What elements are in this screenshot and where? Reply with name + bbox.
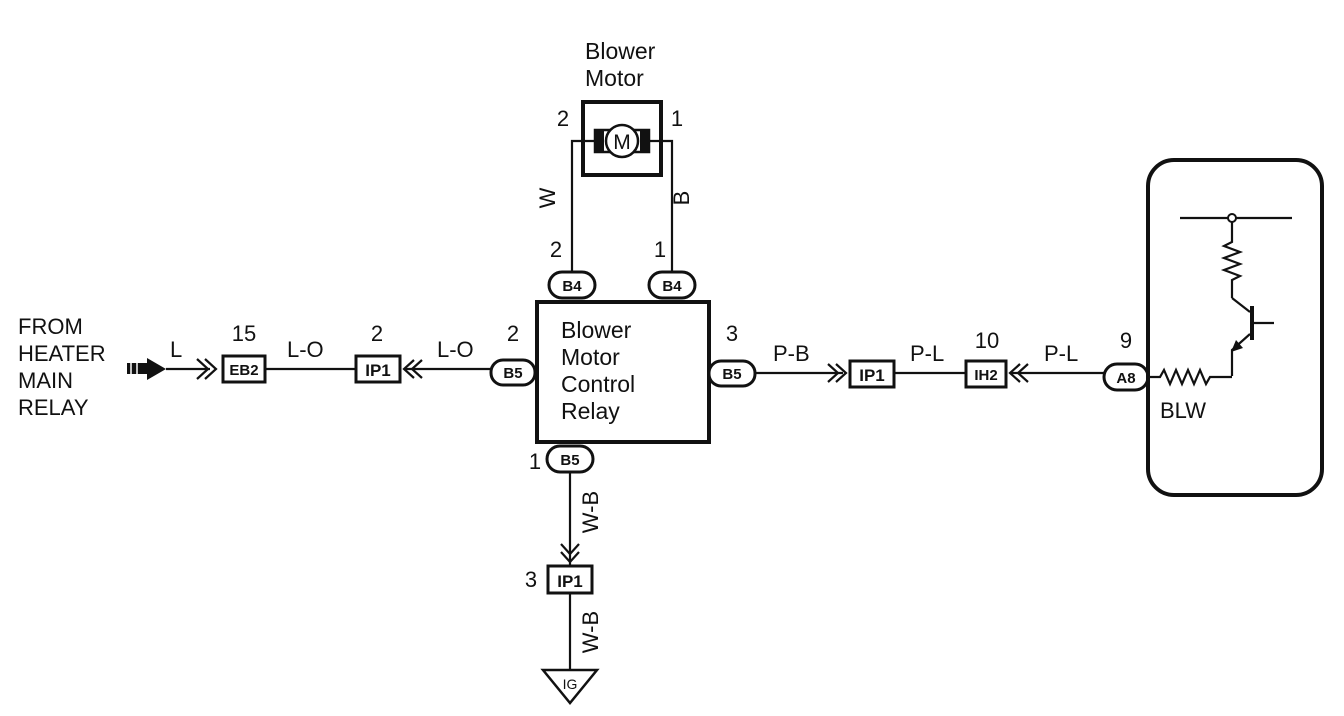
blower-motor: Blower Motor M 2 1 <box>557 38 683 177</box>
connector-b5-right-label: B5 <box>722 366 741 383</box>
pin-b5-left: 2 <box>507 321 519 346</box>
connector-b4-right: B4 <box>647 270 697 300</box>
wire-b <box>649 139 674 271</box>
relay-title-line-3: Control <box>561 371 635 397</box>
connector-b5-bottom: B5 <box>545 444 595 474</box>
ecu-transistor-collector <box>1231 297 1251 313</box>
connector-arrow-icon <box>827 363 840 383</box>
pin-b5-bottom: 1 <box>529 449 541 474</box>
wire-label-p-l-1: P-L <box>910 341 944 366</box>
blower-motor-title-line-1: Blower <box>585 38 656 64</box>
pin-eb2: 15 <box>232 321 256 346</box>
connector-b4-left: B4 <box>547 270 597 300</box>
pin-a8: 9 <box>1120 328 1132 353</box>
relay-title-line-4: Relay <box>561 398 620 424</box>
connector-b5-bottom-label: B5 <box>560 452 579 469</box>
ecu-node <box>1227 213 1237 223</box>
wire-label-w-b-1: W-B <box>578 491 603 533</box>
wire-label-l: L <box>170 337 182 362</box>
connector-arrow-icon <box>560 551 580 564</box>
wire-w <box>570 139 595 271</box>
connector-ih2-label: IH2 <box>974 367 997 384</box>
connector-b4-right-label: B4 <box>662 278 682 295</box>
source-label-line-1: FROM <box>18 314 83 339</box>
connector-arrow-icon <box>196 358 210 380</box>
ground-ig: IG <box>540 668 600 705</box>
pin-ih2: 10 <box>975 328 999 353</box>
pin-ip1-bottom: 3 <box>525 567 537 592</box>
ecu-terminal-blw: BLW <box>1160 398 1206 423</box>
connector-ip1-right: IP1 <box>848 359 896 389</box>
wire-label-l-o-2: L-O <box>437 337 474 362</box>
blower-motor-box <box>581 100 663 177</box>
blower-motor-title-line-2: Motor <box>585 65 644 91</box>
wire-label-w: W <box>535 187 560 208</box>
source-label-line-3: MAIN <box>18 368 73 393</box>
motor-icon: M <box>593 123 651 159</box>
connector-eb2-label: EB2 <box>229 362 258 379</box>
ecu-input-resistor-icon <box>1148 367 1232 387</box>
connector-ip1-bottom-label: IP1 <box>557 572 583 591</box>
source-label: FROM HEATER MAIN RELAY <box>18 314 106 420</box>
ecu-box: BLW <box>1146 158 1324 497</box>
wire-label-p-b: P-B <box>773 341 810 366</box>
connector-arrow-icon <box>204 358 218 380</box>
relay-title-line-1: Blower <box>561 317 632 343</box>
connector-b5-left: B5 <box>489 358 537 387</box>
ground-icon <box>540 668 600 705</box>
motor-symbol: M <box>613 131 631 154</box>
connector-ih2: IH2 <box>964 359 1008 389</box>
connector-a8-label: A8 <box>1116 370 1135 387</box>
pin-b4-right: 1 <box>654 237 666 262</box>
pin-b5-right: 3 <box>726 321 738 346</box>
connector-ip1-right-label: IP1 <box>859 366 885 385</box>
source-label-line-2: HEATER <box>18 341 106 366</box>
wire-label-l-o-1: L-O <box>287 337 324 362</box>
source-arrow-icon <box>127 358 166 380</box>
connector-ip1-left-label: IP1 <box>365 361 391 380</box>
ground-label: IG <box>563 676 578 692</box>
connector-arrow-icon <box>835 363 848 383</box>
connector-b4-left-label: B4 <box>562 278 582 295</box>
wire-label-p-l-2: P-L <box>1044 341 1078 366</box>
connector-ip1-left: IP1 <box>354 354 402 384</box>
ecu-resistor-icon <box>1220 222 1244 298</box>
ecu-emitter-arrow-icon <box>1231 340 1243 352</box>
connector-ip1-bottom: IP1 <box>546 564 594 595</box>
pin-b4-left: 2 <box>550 237 562 262</box>
blower-motor-control-relay: Blower Motor Control Relay <box>535 300 711 444</box>
blower-motor-pin-left: 2 <box>557 106 569 131</box>
connector-b5-right: B5 <box>707 359 757 388</box>
pin-ip1-left: 2 <box>371 321 383 346</box>
connector-a8: A8 <box>1102 362 1150 392</box>
wire-label-b: B <box>669 191 694 206</box>
wire-label-w-b-2: W-B <box>578 611 603 653</box>
connector-eb2: EB2 <box>221 354 267 384</box>
blower-motor-pin-right: 1 <box>671 106 683 131</box>
relay-title-line-2: Motor <box>561 344 620 370</box>
source-label-line-4: RELAY <box>18 395 89 420</box>
connector-b5-left-label: B5 <box>503 365 522 382</box>
connector-arrow-icon <box>560 543 580 556</box>
ecu-transistor-emitter <box>1230 333 1251 376</box>
